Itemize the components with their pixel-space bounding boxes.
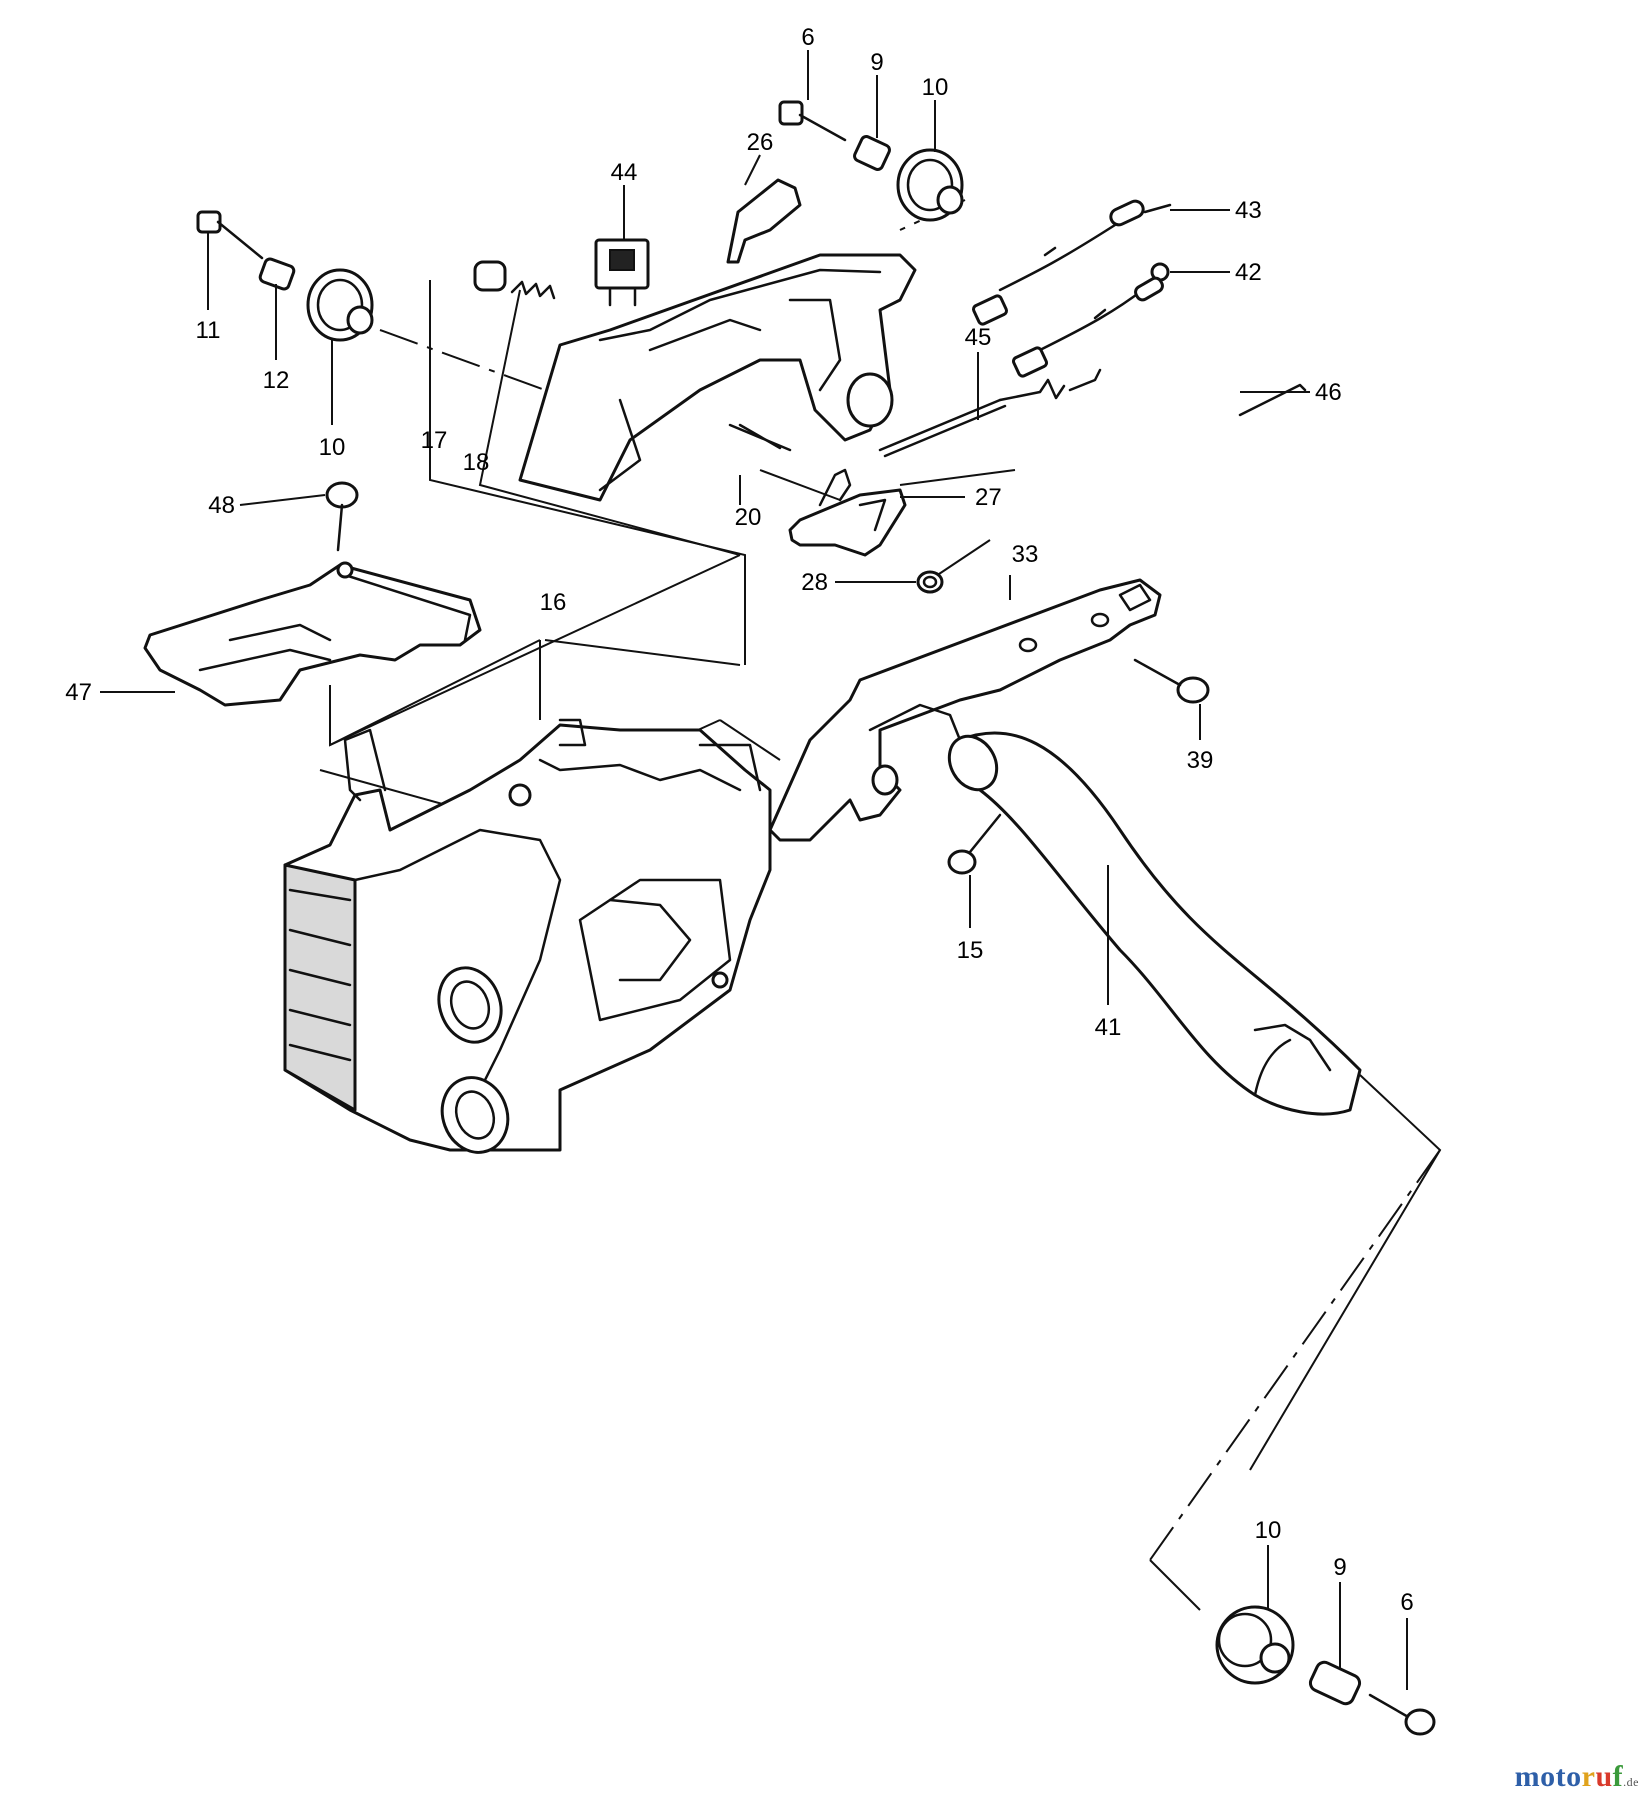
- assembly-lines: [319, 199, 1442, 1611]
- wm-letter: o: [1566, 1760, 1582, 1793]
- callout-42: 42: [1235, 259, 1262, 286]
- screw-39: [1133, 658, 1210, 704]
- wm-suffix: .de: [1623, 1775, 1639, 1789]
- screw-15: [947, 813, 1002, 875]
- callout-45: 45: [965, 324, 992, 351]
- mount-10-bottom: [1215, 1605, 1295, 1685]
- wm-letter: r: [1581, 1760, 1596, 1793]
- bushing-17: [473, 260, 507, 292]
- callout-27: 27: [975, 484, 1002, 511]
- callout-46: 46: [1315, 379, 1342, 406]
- callout-6-top: 6: [801, 24, 814, 51]
- callout-20: 20: [735, 504, 762, 531]
- spacer-9-top: [853, 135, 891, 171]
- mount-10-left: [306, 268, 374, 342]
- site-watermark: motoruf.de: [1515, 1760, 1639, 1794]
- cover-plate-47: [143, 561, 482, 707]
- callout-44: 44: [611, 159, 638, 186]
- callout-9-bottom: 9: [1333, 1554, 1346, 1581]
- crankcase: [283, 718, 772, 1154]
- callout-28: 28: [801, 569, 828, 596]
- callout-43: 43: [1235, 197, 1262, 224]
- wm-letter: f: [1612, 1760, 1624, 1793]
- parts: [143, 100, 1436, 1736]
- lever-26: [726, 178, 802, 264]
- callout-leaders: [100, 50, 1408, 1690]
- screw-48: [325, 481, 359, 552]
- callout-16: 16: [540, 589, 567, 616]
- callout-48: 48: [208, 492, 235, 519]
- bolt-6-bottom: [1368, 1693, 1436, 1736]
- rear-handle-16: [518, 253, 917, 502]
- callout-11: 11: [196, 317, 221, 344]
- callout-41: 41: [1095, 1014, 1122, 1041]
- callout-33: 33: [1012, 541, 1039, 568]
- wm-letter: m: [1514, 1760, 1541, 1793]
- handle-bracket-33: [768, 578, 1162, 842]
- spring-28: [916, 570, 944, 594]
- spacer-9-bottom: [1308, 1660, 1362, 1706]
- callout-18: 18: [463, 449, 490, 476]
- throttle-rod-45: [878, 368, 1102, 458]
- trigger-27: [788, 468, 907, 557]
- callout-10-left: 10: [319, 434, 346, 461]
- cable-42: [1011, 262, 1170, 378]
- spring-18: [510, 280, 556, 300]
- wm-letter: t: [1555, 1760, 1567, 1793]
- cable-43: [971, 199, 1172, 326]
- wm-letter: u: [1595, 1760, 1613, 1793]
- callout-47: 47: [65, 679, 92, 706]
- callout-10-bottom: 10: [1255, 1517, 1282, 1544]
- switch-44: [594, 238, 650, 307]
- callout-12: 12: [263, 367, 290, 394]
- sleeve-12: [258, 257, 296, 291]
- callout-15: 15: [957, 937, 984, 964]
- wm-letter: o: [1540, 1760, 1556, 1793]
- callout-9-top: 9: [870, 49, 883, 76]
- spring-pin-46: [1238, 383, 1307, 417]
- callout-6-bottom: 6: [1400, 1589, 1413, 1616]
- pin-20: [728, 423, 792, 452]
- mount-10-top: [896, 148, 964, 222]
- callout-10-top: 10: [922, 74, 949, 101]
- handle-bar-41: [947, 731, 1362, 1116]
- callout-17: 17: [421, 427, 448, 454]
- callout-26: 26: [747, 129, 774, 156]
- bolt-6-top: [778, 100, 847, 142]
- callout-39: 39: [1187, 747, 1214, 774]
- callout-labels: 6 9 10 26 44 43 42 11 12 10 17 18 45 46 …: [65, 24, 1413, 1616]
